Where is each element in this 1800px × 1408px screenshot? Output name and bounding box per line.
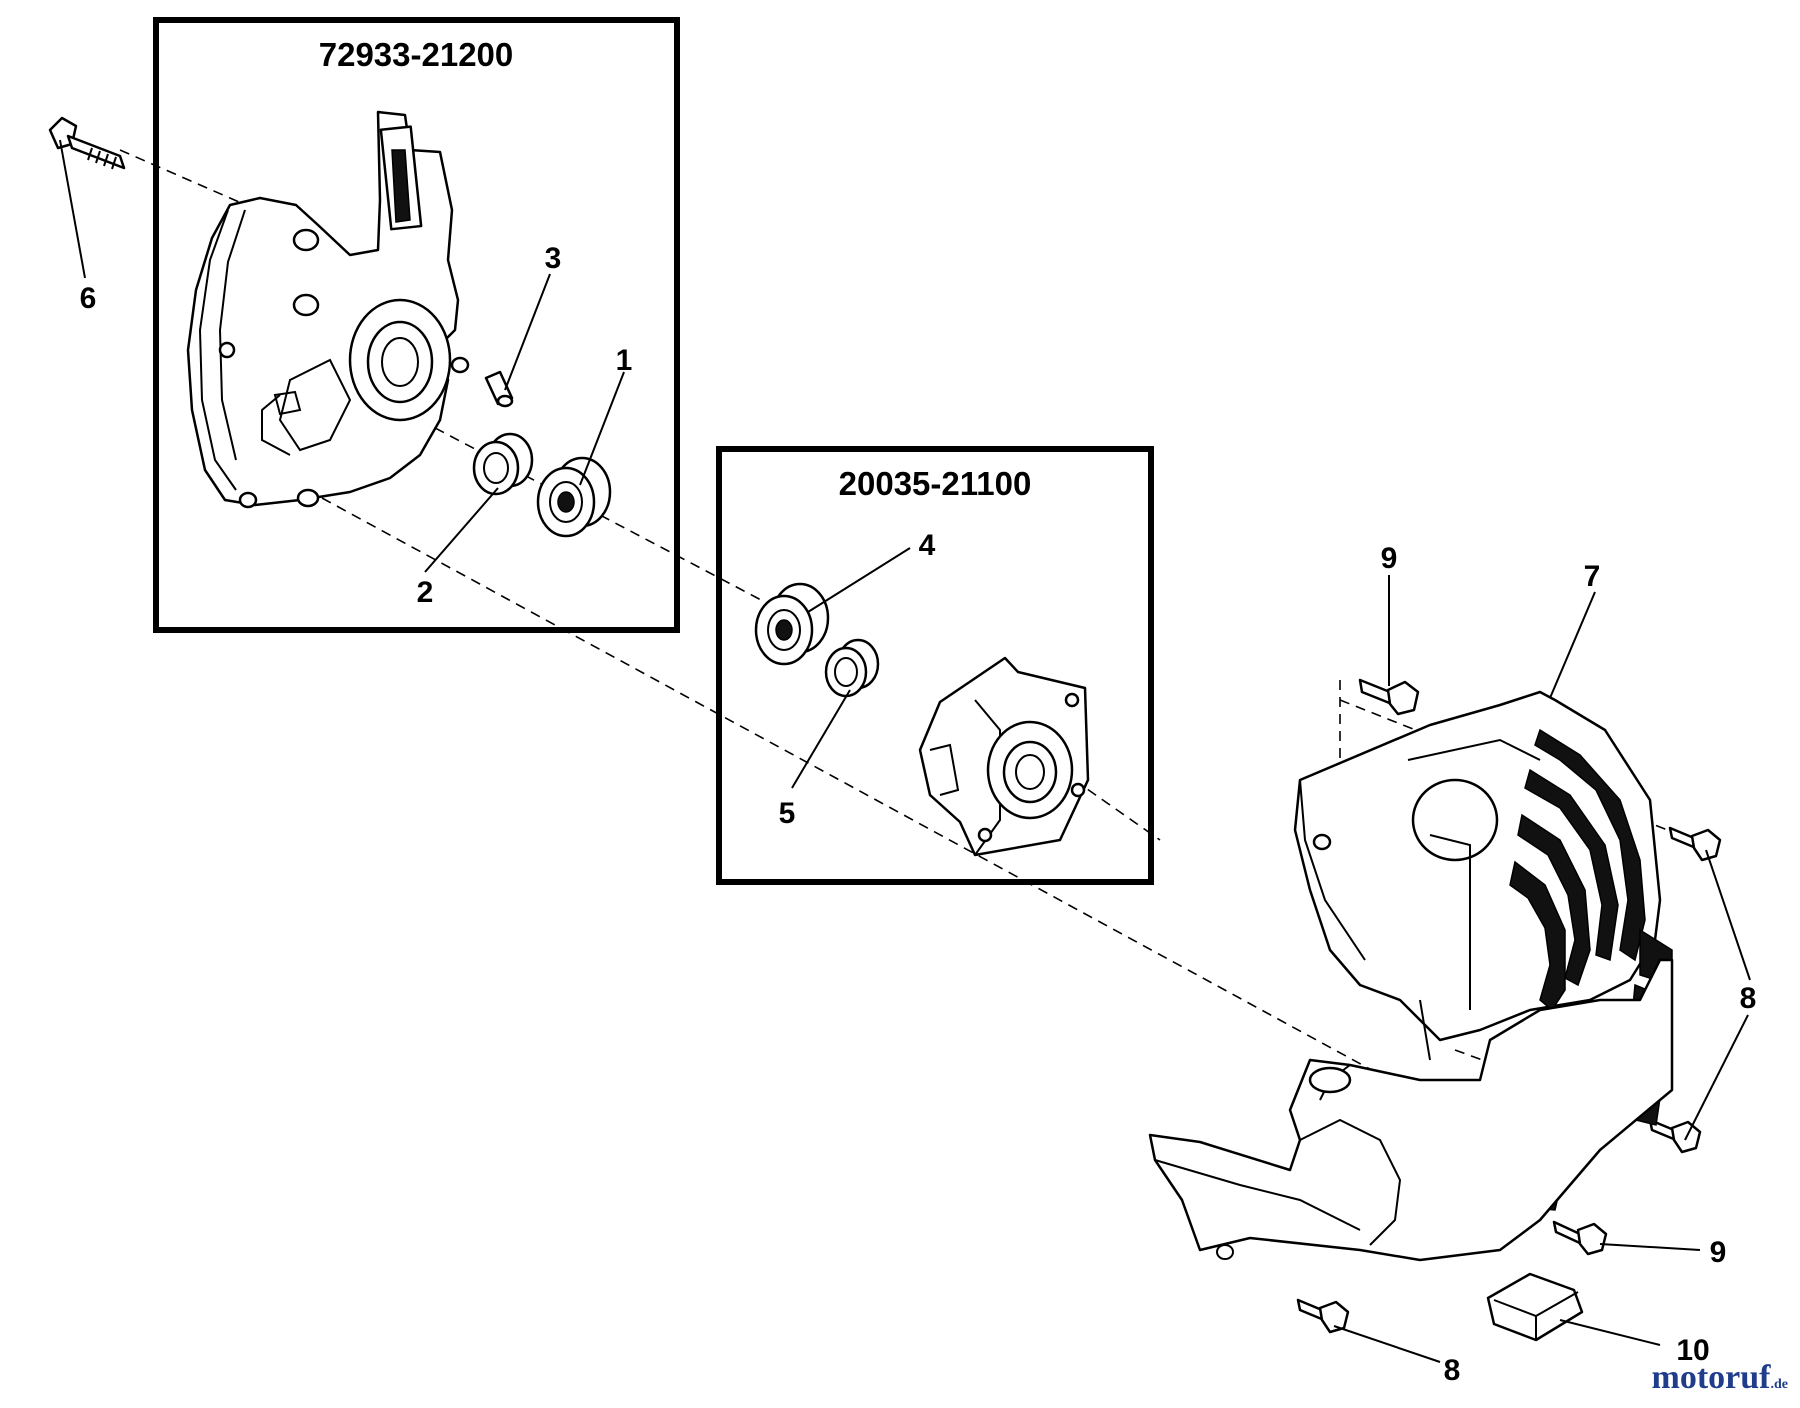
bearing-part-4 bbox=[754, 582, 830, 666]
rubber-cap-part-10 bbox=[1486, 1272, 1584, 1342]
oil-seal-part-5 bbox=[824, 638, 880, 698]
callout-9-bottom: 9 bbox=[1710, 1236, 1727, 1269]
callout-1: 1 bbox=[616, 344, 633, 377]
callout-9-top: 9 bbox=[1381, 542, 1398, 575]
bearing-part-1 bbox=[536, 456, 612, 538]
crankcase-half-left bbox=[186, 110, 470, 509]
callout-8-right: 8 bbox=[1740, 982, 1757, 1015]
screw-part-9-lower bbox=[1552, 1220, 1608, 1256]
callout-6: 6 bbox=[80, 282, 97, 315]
screw-part-8-lower bbox=[1296, 1298, 1350, 1334]
watermark-logo: motoruf.de bbox=[1652, 1359, 1788, 1397]
bolt-part-6 bbox=[48, 116, 126, 170]
cylinder-cover-part-7 bbox=[1148, 690, 1674, 1262]
kit-box-title: 72933-21200 bbox=[319, 36, 514, 73]
kit-box-title: 20035-21100 bbox=[839, 465, 1032, 502]
callout-7: 7 bbox=[1584, 560, 1601, 593]
dowel-pin-part-3 bbox=[484, 370, 514, 408]
crankcase-half-right bbox=[918, 656, 1090, 857]
kit-box-20035-21100: 20035-21100 bbox=[716, 446, 1154, 885]
kit-box-72933-21200: 72933-21200 bbox=[153, 17, 680, 633]
callout-4: 4 bbox=[919, 529, 936, 562]
callout-10: 10 bbox=[1676, 1334, 1709, 1367]
screw-part-8-upper bbox=[1668, 826, 1722, 862]
oil-seal-part-2 bbox=[472, 432, 534, 496]
callout-3: 3 bbox=[545, 242, 562, 275]
watermark-suffix: .de bbox=[1770, 1377, 1789, 1392]
screw-part-9-upper bbox=[1358, 678, 1420, 716]
watermark-name: motoruf bbox=[1651, 1359, 1771, 1396]
callout-numbers: 1 2 3 4 5 6 7 8 8 9 9 10 bbox=[80, 242, 1757, 1387]
leader-lines bbox=[59, 139, 1751, 1363]
callout-5: 5 bbox=[779, 797, 796, 830]
callout-2: 2 bbox=[417, 576, 434, 609]
callout-8-bottom: 8 bbox=[1444, 1354, 1461, 1387]
